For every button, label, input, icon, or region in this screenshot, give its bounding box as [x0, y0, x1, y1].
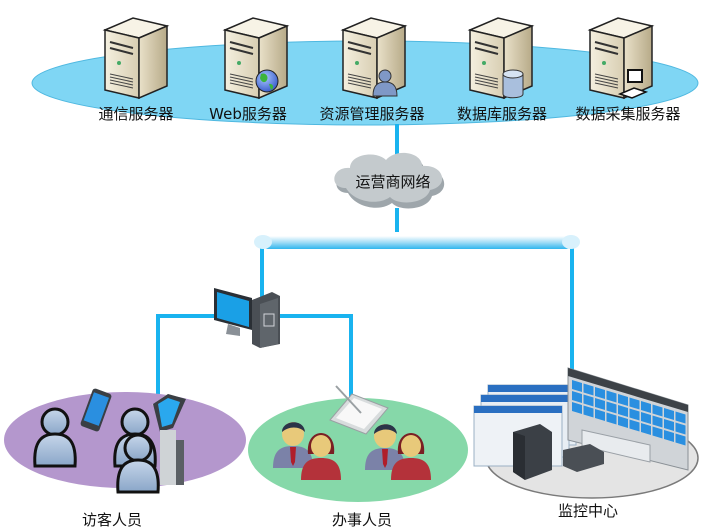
video-wall-tile [583, 405, 594, 418]
video-wall-tile [618, 394, 628, 406]
video-wall-tile [652, 404, 663, 417]
video-wall-tile [618, 405, 628, 417]
video-wall-tile [572, 402, 582, 414]
network-label: 运营商网络 [355, 173, 431, 191]
signature-pad-icon [329, 385, 389, 435]
smartphone-icon [80, 388, 112, 432]
video-wall-tile [664, 408, 674, 420]
server-label: 数据库服务器 [456, 105, 548, 123]
video-wall-tile [583, 394, 594, 407]
connection-lines [156, 124, 574, 402]
video-wall-tile [652, 426, 663, 439]
video-wall-tile [641, 423, 651, 435]
network-bus [254, 235, 580, 249]
video-wall-tile [629, 419, 640, 432]
server-label: 资源管理服务器 [319, 105, 425, 123]
group-label-visitors: 访客人员 [81, 511, 143, 529]
video-wall-tile [675, 422, 686, 435]
staff-people-icon [273, 422, 431, 480]
database-icon [502, 69, 524, 99]
video-wall-tile [572, 380, 582, 392]
group-label-staff: 办事人员 [331, 511, 393, 529]
computer-icon [617, 69, 649, 99]
server-label: 通信服务器 [98, 105, 174, 123]
video-wall-tile [652, 415, 663, 428]
video-wall-tile [572, 391, 582, 403]
video-wall-tile [641, 412, 651, 424]
kiosk-icon [152, 394, 186, 485]
server-label: Web服务器 [209, 105, 287, 123]
server-rack-icon [513, 424, 552, 480]
video-wall-tile [675, 411, 686, 424]
server-label: 数据采集服务器 [575, 105, 681, 123]
server-icon [467, 17, 535, 100]
server-icon [102, 17, 170, 100]
video-wall-tile [618, 416, 628, 428]
video-wall-tile [629, 397, 640, 410]
console-desk-icon [563, 429, 651, 472]
video-wall-tile [675, 433, 686, 446]
video-wall-tile [641, 401, 651, 413]
user-icon [372, 69, 398, 97]
servers [102, 17, 655, 100]
group-label-monitoring: 监控中心 [557, 502, 619, 520]
video-wall-tile [629, 408, 640, 421]
woman-icon [391, 433, 431, 480]
video-wall-tile [595, 387, 605, 399]
visitor-people-icon [33, 407, 160, 494]
video-wall-tile [595, 409, 605, 421]
video-wall-tile [606, 412, 617, 425]
cloud-icon [334, 152, 445, 209]
video-wall-tile [606, 390, 617, 403]
server-icon [222, 17, 290, 100]
server-icon [340, 17, 408, 100]
man-icon [273, 422, 313, 468]
woman-icon [301, 433, 341, 480]
video-wall-tile [583, 383, 594, 396]
server-icon [587, 17, 655, 100]
video-wall-tile [664, 430, 674, 442]
video-wall-tile [595, 398, 605, 410]
workstation-icon [214, 288, 280, 348]
globe-icon [255, 69, 279, 93]
video-wall-tile [606, 401, 617, 414]
video-wall-tile [664, 419, 674, 431]
